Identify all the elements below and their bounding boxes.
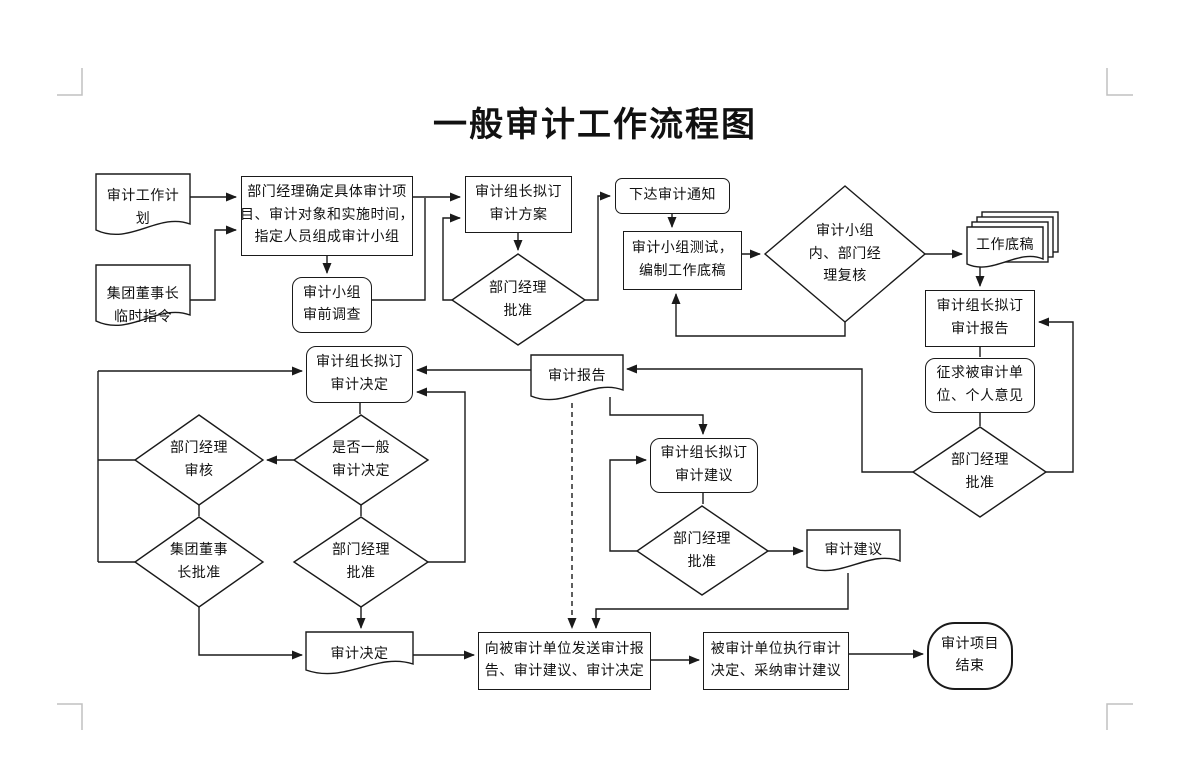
manager-check-diamond xyxy=(133,414,265,506)
chairman-approve-diamond xyxy=(133,516,265,608)
node-manager-define-project: 部门经理确定具体审计项 目、审计对象和实施时间， 指定人员组成审计小组 xyxy=(240,176,414,256)
manager-approve-suggestion-diamond xyxy=(635,505,770,596)
node-label: 征求被审计单 位、个人意见 xyxy=(936,366,1024,404)
manager-approve-decision-label: 部门经理 批准 xyxy=(332,543,390,581)
node-label: 下达审计通知 xyxy=(629,187,716,203)
team-manager-review-label: 审计小组 内、部门经 理复核 xyxy=(808,224,882,284)
audit-report-label: 审计报告 xyxy=(548,369,606,384)
node-send-to-auditee: 向被审计单位发送审计报 告、审计建议、审计决定 xyxy=(478,632,651,690)
node-label: 审计组长拟订 审计报告 xyxy=(936,299,1024,337)
node-label: 被审计单位执行审计 决定、采纳审计建议 xyxy=(710,641,842,680)
working-papers-label: 工作底稿 xyxy=(976,238,1034,253)
audit-suggestion-document-shape xyxy=(806,529,901,572)
node-audit-project-end: 审计项目 结束 xyxy=(927,622,1013,690)
node-consult-auditee: 征求被审计单 位、个人意见 xyxy=(925,358,1035,413)
manager-approve-report-label: 部门经理 批准 xyxy=(951,453,1009,491)
page-margin-crop-marks xyxy=(57,68,1133,730)
manager-approve-suggestion-label: 部门经理 批准 xyxy=(673,532,731,570)
node-label: 审计组长拟订 审计方案 xyxy=(475,185,562,223)
node-leader-draft-suggestion: 审计组长拟订 审计建议 xyxy=(650,438,758,493)
team-manager-review-diamond xyxy=(763,185,927,323)
audit-decision-document-shape xyxy=(305,631,414,675)
node-label: 审计组长拟订 审计建议 xyxy=(660,446,748,484)
manager-approve-scheme-label: 部门经理 批准 xyxy=(489,281,547,319)
node-team-pre-survey: 审计小组 审前调查 xyxy=(292,277,372,333)
node-leader-draft-report: 审计组长拟订 审计报告 xyxy=(925,290,1035,347)
node-leader-draft-decision: 审计组长拟订 审计决定 xyxy=(306,346,413,403)
node-issue-audit-notice: 下达审计通知 xyxy=(615,178,730,214)
connectors xyxy=(97,191,1074,665)
page-title: 一般审计工作流程图 xyxy=(433,107,757,144)
node-auditee-execute: 被审计单位执行审计 决定、采纳审计建议 xyxy=(703,632,849,690)
node-label: 审计组长拟订 审计决定 xyxy=(316,355,403,393)
working-papers-stack-shape xyxy=(966,211,1059,268)
is-general-decision-diamond xyxy=(292,414,430,506)
node-label: 审计小组测试， 编制工作底稿 xyxy=(631,241,734,279)
node-label: 向被审计单位发送审计报 告、审计建议、审计决定 xyxy=(484,641,645,680)
node-label: 审计小组 审前调查 xyxy=(303,285,361,324)
manager-approve-scheme-diamond xyxy=(450,253,587,346)
node-team-test-papers: 审计小组测试， 编制工作底稿 xyxy=(623,231,742,290)
audit-work-plan-label: 审计工作计 划 xyxy=(106,189,180,227)
is-general-decision-label: 是否一般 审计决定 xyxy=(332,441,390,479)
chairman-approve-label: 集团董事 长批准 xyxy=(170,543,228,581)
chairman-directive-label: 集团董事长 临时指令 xyxy=(106,287,180,325)
manager-approve-report-diamond xyxy=(911,426,1048,518)
audit-suggestion-label: 审计建议 xyxy=(824,543,883,558)
manager-check-label: 部门经理 审核 xyxy=(170,441,228,479)
node-label: 部门经理确定具体审计项 目、审计对象和实施时间， 指定人员组成审计小组 xyxy=(240,185,414,246)
audit-decision-label: 审计决定 xyxy=(330,647,389,662)
manager-approve-decision-diamond xyxy=(292,516,430,608)
node-leader-draft-scheme: 审计组长拟订 审计方案 xyxy=(465,176,572,233)
audit-report-document-shape xyxy=(530,354,624,401)
audit-work-plan-document-shape xyxy=(95,173,191,236)
node-label: 审计项目 结束 xyxy=(941,636,999,675)
chairman-directive-document-shape xyxy=(95,264,191,327)
